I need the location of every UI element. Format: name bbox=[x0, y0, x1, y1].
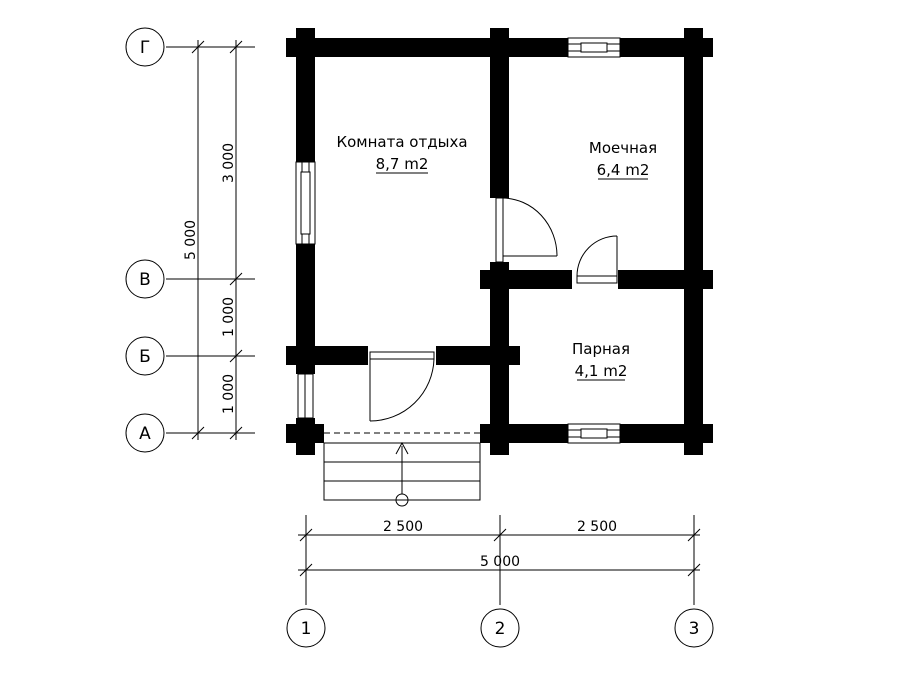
axis-label-a: А bbox=[139, 424, 151, 444]
axis-label-3: 3 bbox=[689, 619, 700, 639]
doors bbox=[324, 197, 618, 434]
axis-label-b: Б bbox=[139, 347, 151, 367]
column-axis-markers: 1 2 3 bbox=[286, 608, 714, 648]
room-rest-area: 8,7 m2 bbox=[376, 155, 429, 173]
dim-left-bottom: 1 000 bbox=[221, 374, 237, 414]
windows bbox=[295, 37, 621, 444]
room-steam-area: 4,1 m2 bbox=[575, 362, 628, 380]
dim-bottom-right: 2 500 bbox=[577, 519, 617, 535]
row-axis-markers: Г В Б А bbox=[125, 27, 165, 453]
dim-bottom-left: 2 500 bbox=[383, 519, 423, 535]
axis-label-v: В bbox=[139, 270, 151, 290]
door-entrance bbox=[369, 351, 435, 360]
dim-left-total: 5 000 bbox=[183, 220, 199, 260]
axis-label-2: 2 bbox=[495, 619, 506, 639]
axis-label-1: 1 bbox=[301, 619, 312, 639]
axis-label-g: Г bbox=[140, 38, 150, 58]
dim-left-top: 3 000 bbox=[221, 143, 237, 183]
porch-steps bbox=[323, 441, 481, 507]
door-steam bbox=[576, 275, 618, 284]
walls bbox=[286, 28, 713, 455]
dim-left-mid: 1 000 bbox=[221, 297, 237, 337]
room-rest-name: Комната отдыха bbox=[336, 133, 467, 151]
door-rest-wash bbox=[495, 197, 504, 263]
bottom-dimension-chain: 2 500 2 500 5 000 bbox=[298, 515, 701, 605]
dim-bottom-total: 5 000 bbox=[480, 554, 520, 570]
room-wash-area: 6,4 m2 bbox=[597, 161, 650, 179]
room-wash-name: Моечная bbox=[589, 139, 657, 157]
left-dimension-chain: 5 000 3 000 1 000 1 000 bbox=[166, 40, 255, 440]
room-steam-name: Парная bbox=[572, 340, 630, 358]
room-labels: Комната отдыха 8,7 m2 Моечная 6,4 m2 Пар… bbox=[336, 133, 657, 381]
